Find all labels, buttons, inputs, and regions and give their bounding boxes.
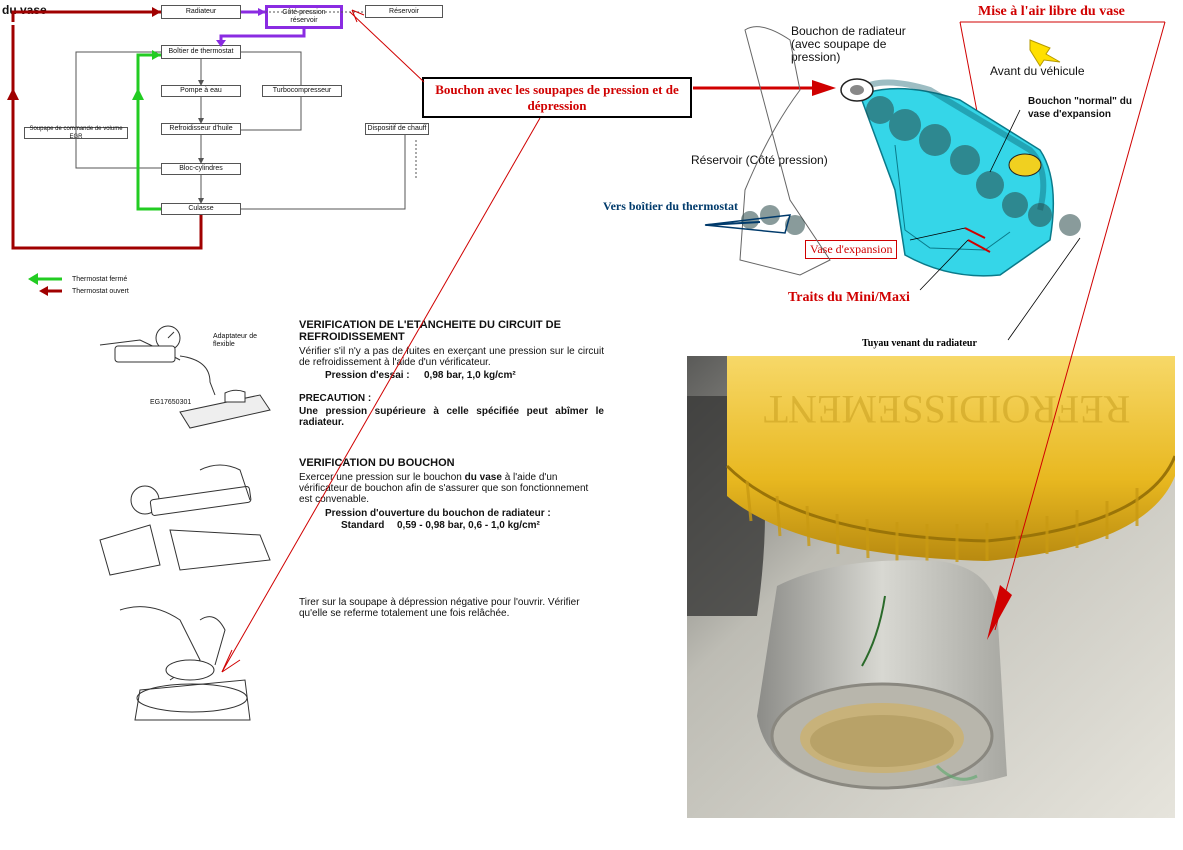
bouchon-normal-label: Bouchon "normal" du vase d'expansion [1028,96,1132,120]
s1-pressure-value: 0,98 bar, 1,0 kg/cm² [424,370,516,381]
fig1-pressure-tester [99,325,271,429]
s3-text-a: Exercer une pression sur le bouchon [299,472,462,483]
fig2-cap-tester [99,464,271,576]
s4-text: Tirer sur la soupape à dépression négati… [299,597,580,619]
reservoir-cote-pression-label: Réservoir (Côté pression) [691,153,828,167]
tuyau-radiateur-label: Tuyau venant du radiateur [862,338,977,349]
vase-expansion-label: Vase d'expansion [805,240,898,259]
s3-standard-label: Standard [341,520,385,531]
s3-text-vase: du vase [464,472,502,483]
bouchon-radiateur-label: Bouchon de radiateur (avec soupape de pr… [791,24,906,64]
flowchart-connectors [75,11,417,210]
engine-illustration [704,26,1081,341]
photo-cap: REFROIDISSEMENT [687,356,1175,818]
mise-air-libre-label: Mise à l'air libre du vase [978,4,1125,19]
callout-lines [221,9,1166,673]
fig1-code: EG17650301 [150,399,192,406]
s3-pressure-label: Pression d'ouverture du bouchon de radia… [325,508,551,519]
traits-mini-maxi-label: Traits du Mini/Maxi [788,290,910,305]
box-radiateur: Radiateur [161,5,241,19]
radiator-cap-arrow [693,80,836,96]
fig3-vacuum-valve [119,606,251,721]
avant-vehicule-label: Avant du véhicule [990,64,1085,78]
s2-text: Une pression supérieure à celle spécifié… [299,406,604,428]
s3-title: VERIFICATION DU BOUCHON [299,457,455,469]
s3-standard-value: 0,59 - 0,98 bar, 0,6 - 1,0 kg/cm² [397,520,540,531]
box-cote-pression: Côté pression réservoir [265,5,343,29]
box-boitier-thermostat: Boîtier de thermostat [161,45,241,59]
s3-text: Exercer une pression sur le bouchon du v… [299,472,604,505]
s3-text-b: à l'aide d'un vérificateur de bouchon af… [299,472,589,505]
s1-pressure-label: Pression d'essai : [325,370,410,381]
legend-closed-label: Thermostat fermé [72,276,128,283]
vers-boitier-label: Vers boîtier du thermostat [603,199,738,213]
photo-cap-text: REFROIDISSEMENT [764,387,1131,432]
purple-flow [219,10,306,45]
red-flow [11,10,203,250]
s1-text: Vérifier s'il n'y a pas de fuites en exe… [299,346,604,368]
s1-title: VERIFICATION DE L'ETANCHEITE DU CIRCUIT … [299,319,561,343]
green-flow [136,53,161,211]
callout-bouchon-soupapes: Bouchon avec les soupapes de pression et… [422,77,692,118]
box-dispositif-chauff: Dispositif de chauff [365,123,429,135]
fig1-adapter-label: Adaptateur de flexible [213,333,257,348]
box-reservoir: Réservoir [365,5,443,18]
photo-cap-graphic: REFROIDISSEMENT [687,356,1175,818]
legend-arrows [28,273,62,296]
legend-open-label: Thermostat ouvert [72,288,129,295]
s2-title: PRECAUTION : [299,393,372,404]
box-turbocompresseur: Turbocompresseur [262,85,342,97]
big-red-arrow [987,585,1012,640]
